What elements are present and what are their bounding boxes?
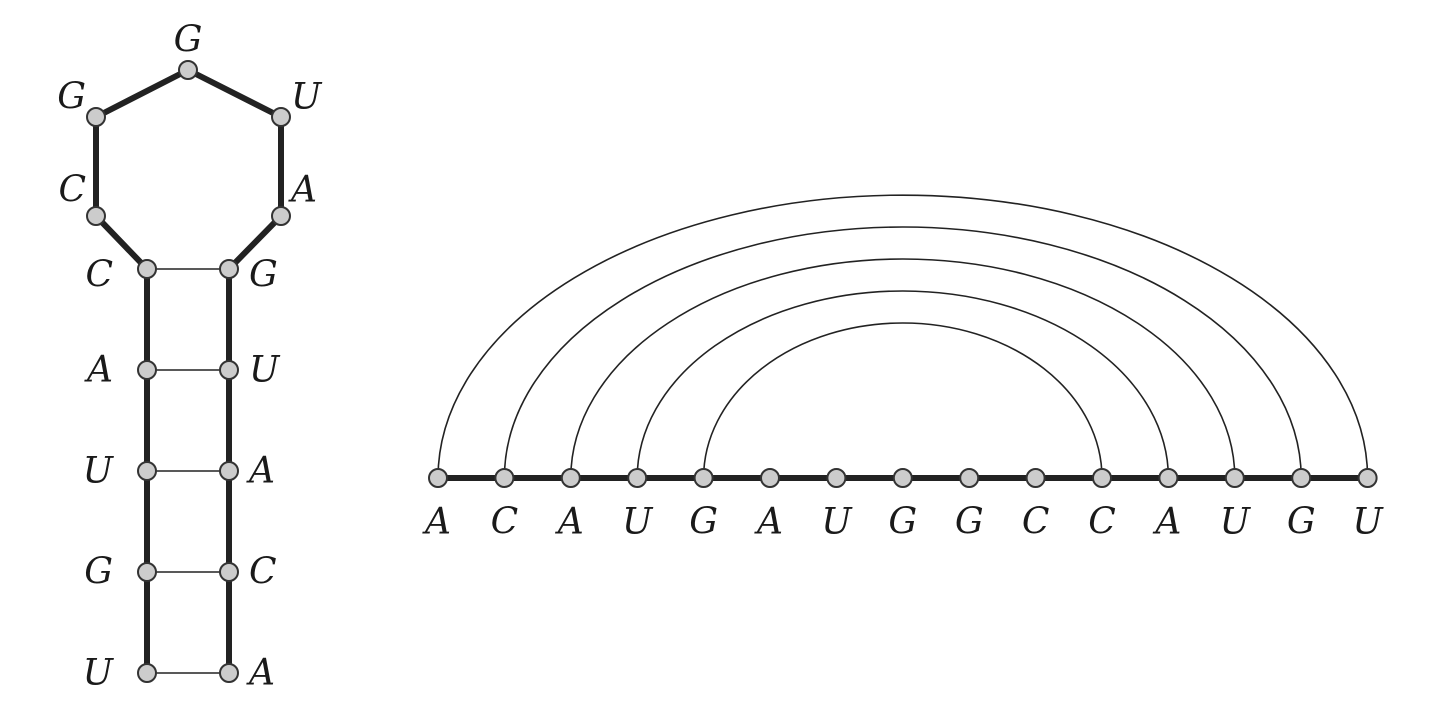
arc-base-label: G [955, 502, 984, 543]
arc-base-label: G [1287, 502, 1316, 543]
arc-nucleotide-node [826, 468, 847, 488]
arc-base-label: G [689, 502, 718, 543]
hairpin-structure: U G U A C C G G U A G U A C A [57, 20, 323, 694]
arc-base-label: A [422, 502, 451, 543]
hairpin-nucleotide-node [86, 107, 106, 127]
arc-nucleotide-node [1224, 468, 1245, 488]
arc-nucleotide-node [1291, 468, 1312, 488]
arc-base-pairs [437, 194, 1369, 479]
arc-pair-bond [702, 322, 1103, 479]
arc-nucleotide-node [1357, 468, 1378, 488]
arc-pair-bond [636, 290, 1170, 479]
hairpin-nucleotide-node [137, 461, 157, 481]
arc-base-label: A [754, 502, 783, 543]
arc-pair-bond [437, 194, 1369, 479]
arc-base-label: A [555, 502, 584, 543]
arc-base-label: C [1088, 502, 1116, 543]
hairpin-base-label: A [288, 170, 317, 211]
arc-base-label: C [1022, 502, 1050, 543]
arc-base-label: U [622, 502, 654, 543]
hairpin-base-label: U [291, 77, 323, 118]
hairpin-base-label: A [84, 350, 113, 391]
hairpin-nucleotide-node [137, 663, 157, 683]
hairpin-base-label: A [246, 451, 275, 492]
arc-nucleotide-node [1158, 468, 1179, 488]
arc-nucleotide-node [1092, 468, 1112, 488]
arc-nucleotides [428, 468, 1378, 488]
hairpin-base-label: U [83, 653, 115, 694]
arc-base-label: U [1220, 502, 1252, 543]
hairpin-base-pairs [147, 268, 229, 674]
hairpin-nucleotide-node [178, 60, 198, 80]
hairpin-nucleotide-node [219, 360, 239, 380]
arc-pair-bond [570, 258, 1236, 479]
hairpin-nucleotide-node [271, 107, 291, 127]
arc-nucleotide-node [693, 468, 714, 488]
hairpin-base-label: U [249, 350, 281, 391]
hairpin-nucleotide-node [137, 360, 157, 380]
hairpin-nucleotide-node [219, 562, 239, 582]
hairpin-nucleotide-node [219, 259, 239, 279]
hairpin-base-label: C [58, 170, 86, 211]
hairpin-nucleotide-node [86, 206, 106, 226]
arc-nucleotide-node [428, 468, 448, 488]
hairpin-base-label: G [84, 552, 113, 593]
hairpin-nucleotide-node [219, 461, 239, 481]
hairpin-base-label: U [83, 451, 115, 492]
hairpin-nucleotide-node [219, 663, 239, 683]
arc-nucleotide-node [892, 468, 913, 488]
hairpin-base-labels: U G U A C C G G U A G U A C A [57, 20, 323, 694]
hairpin-base-label: G [57, 77, 86, 118]
arc-base-label: U [821, 502, 853, 543]
hairpin-nucleotides [86, 60, 291, 683]
hairpin-base-label: C [85, 255, 113, 296]
arc-nucleotide-node [494, 468, 515, 488]
arc-base-label: G [888, 502, 917, 543]
arc-nucleotide-node [560, 468, 581, 488]
hairpin-nucleotide-node [137, 259, 157, 279]
hairpin-nucleotide-node [137, 562, 157, 582]
arc-pair-bond [503, 226, 1302, 479]
arc-nucleotide-node [1025, 468, 1046, 488]
hairpin-nucleotide-node [271, 206, 291, 226]
arc-base-label: C [491, 502, 519, 543]
arc-base-label: A [1152, 502, 1181, 543]
arc-base-label: U [1352, 502, 1384, 543]
hairpin-base-label: G [249, 255, 278, 296]
hairpin-base-label: C [249, 552, 277, 593]
arc-nucleotide-node [959, 468, 980, 488]
hairpin-base-label: A [246, 653, 275, 694]
arc-nucleotide-node [627, 468, 648, 488]
arc-nucleotide-node [760, 468, 780, 488]
hairpin-base-label: G [174, 20, 203, 61]
